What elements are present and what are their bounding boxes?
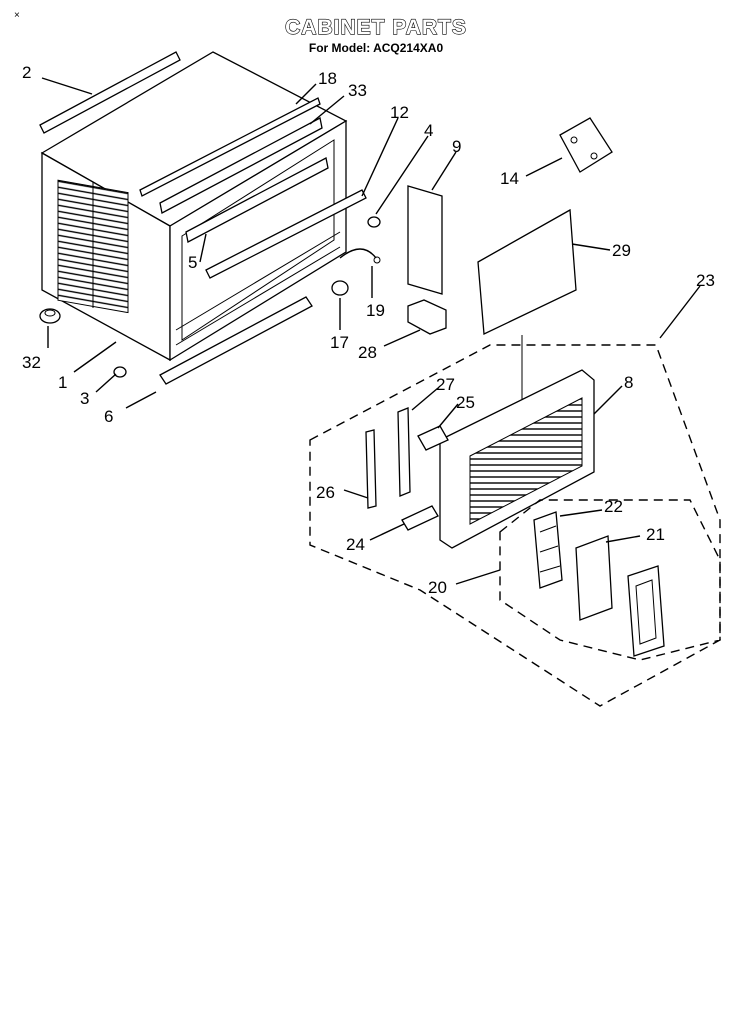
- part-21-louver-blades: [575, 535, 613, 621]
- part-27-side-seal: [397, 407, 411, 497]
- part-3-nut: [113, 366, 127, 378]
- callout-8: 8: [624, 373, 633, 392]
- part-19-wire-clip: [339, 248, 381, 264]
- part-25-pad: [417, 425, 449, 451]
- callout-27: 27: [436, 375, 455, 394]
- callout-12: 12: [390, 103, 409, 122]
- part-22-louver-frame: [533, 511, 563, 589]
- callout-4: 4: [424, 121, 433, 140]
- callout-21: 21: [646, 525, 665, 544]
- callout-22: 22: [604, 497, 623, 516]
- part-4-screw: [367, 216, 381, 228]
- part-1-cabinet: [40, 51, 348, 362]
- callout-23: 23: [696, 271, 715, 290]
- corner-mark: ×: [14, 10, 20, 21]
- diagram-subtitle: For Model: ACQ214XA0: [308, 41, 444, 55]
- part-33-gasket: [159, 117, 323, 214]
- part-12-bracket: [205, 189, 367, 279]
- callout-25: 25: [456, 393, 475, 412]
- part-8-front-grille: [439, 369, 595, 549]
- part-2-top-gasket: [39, 51, 181, 134]
- callout-1: 1: [58, 373, 67, 392]
- callout-29: 29: [612, 241, 631, 260]
- leader-lines: [41, 77, 701, 585]
- callout-18: 18: [318, 69, 337, 88]
- part-32-foot: [39, 308, 61, 324]
- callout-17: 17: [330, 333, 349, 352]
- part-26-side-seal: [365, 429, 377, 509]
- callout-19: 19: [366, 301, 385, 320]
- diagram-title: CABINET PARTS: [285, 15, 467, 39]
- callout-26: 26: [316, 483, 335, 502]
- part-9-foam-pad: [407, 185, 443, 295]
- part-29-air-filter: [477, 208, 577, 335]
- callout-32: 32: [22, 353, 41, 372]
- part-17-knob: [331, 280, 349, 296]
- callout-5: 5: [188, 253, 197, 272]
- callout-20: 20: [428, 578, 447, 597]
- part-18-strip: [139, 97, 321, 197]
- callout-9: 9: [452, 137, 461, 156]
- callout-2: 2: [22, 63, 31, 82]
- callout-33: 33: [348, 81, 367, 100]
- callout-14: 14: [500, 169, 519, 188]
- callout-6: 6: [104, 407, 113, 426]
- callout-3: 3: [80, 389, 89, 408]
- part-6-bottom-strip: [159, 296, 313, 385]
- part-14-bracket: [559, 117, 613, 173]
- part-28-block: [407, 299, 447, 335]
- part-20-louver-assembly-boundary: [499, 499, 721, 661]
- callout-24: 24: [346, 535, 365, 554]
- part-24-pad: [401, 505, 439, 531]
- callout-28: 28: [358, 343, 377, 362]
- part-5-gasket: [185, 157, 329, 243]
- louver-cover: [627, 565, 665, 657]
